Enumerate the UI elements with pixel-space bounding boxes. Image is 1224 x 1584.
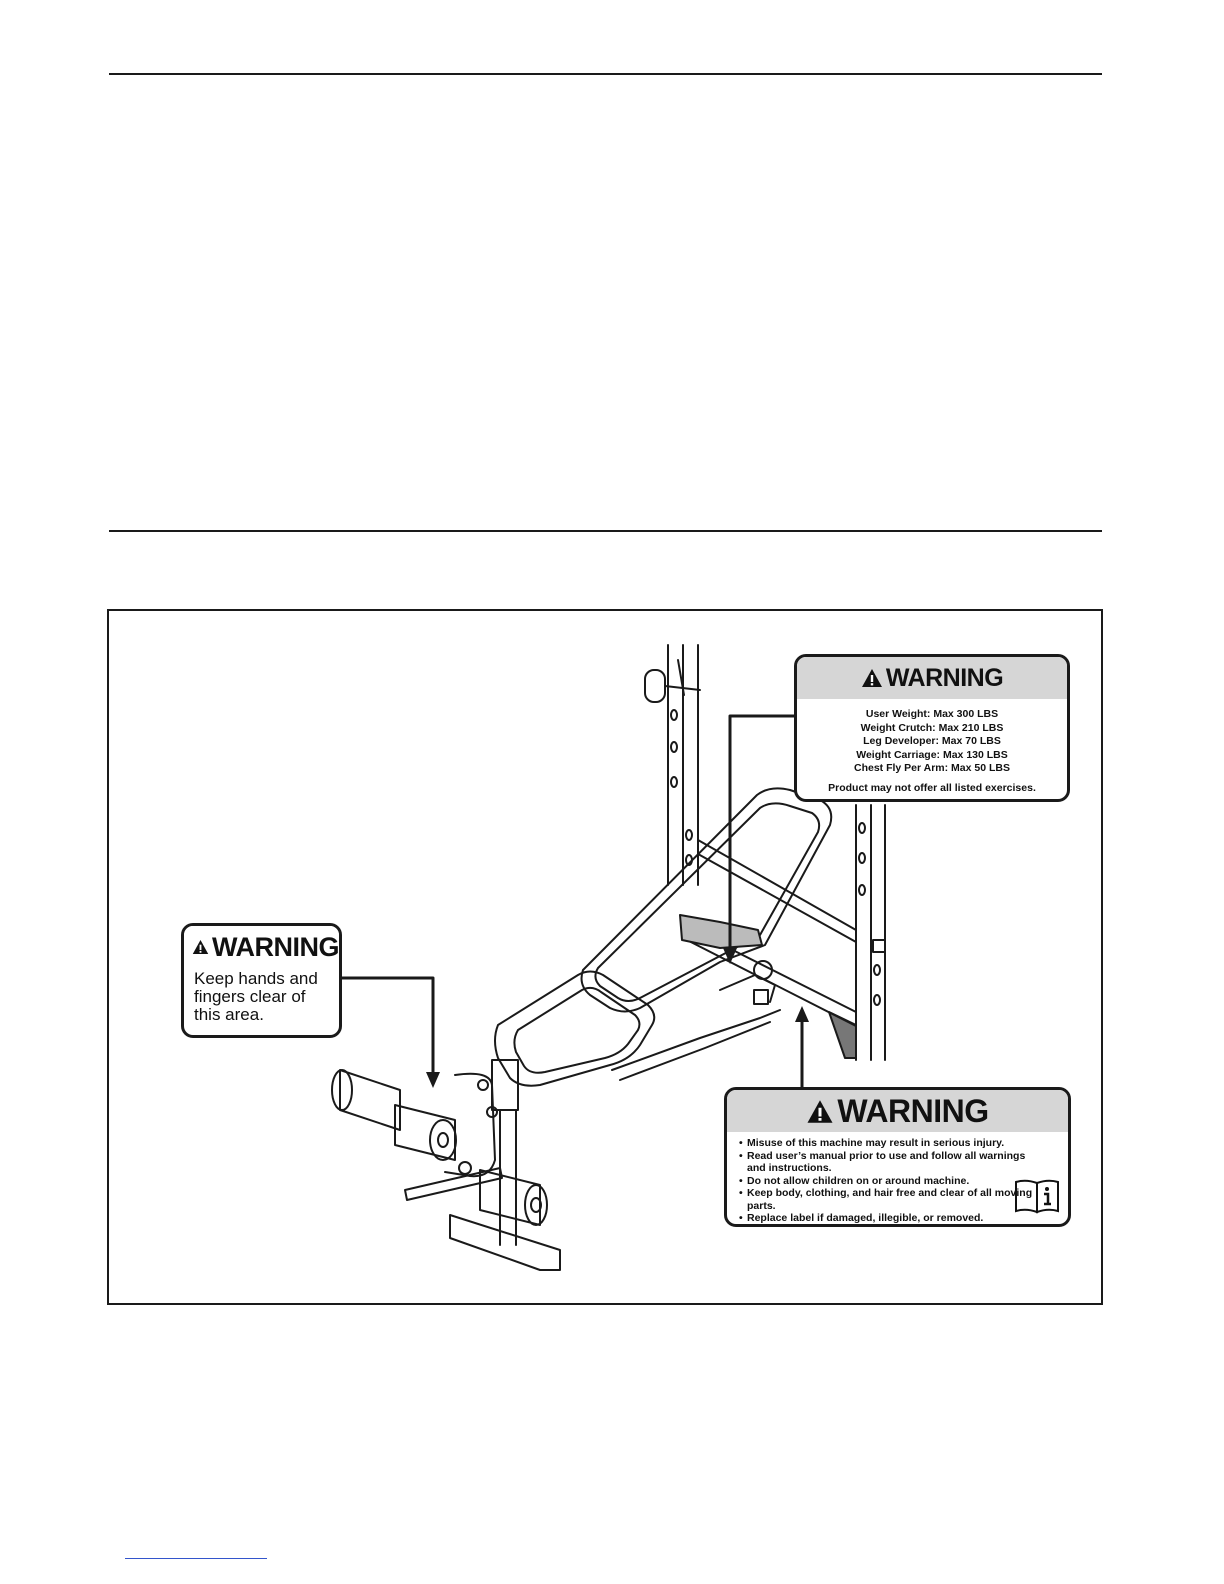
- warning-triangle-icon: [192, 940, 209, 954]
- warning-heading: WARNING: [727, 1090, 1068, 1132]
- general-warning-label: WARNING Misuse of this machine may resul…: [724, 1087, 1071, 1227]
- back-pad: [580, 787, 833, 1013]
- left-upright: [644, 644, 701, 886]
- general-warning-item: Misuse of this machine may result in ser…: [739, 1137, 1037, 1150]
- weight-limits-note: Product may not offer all listed exercis…: [828, 781, 1036, 794]
- warning-triangle-icon: [861, 669, 882, 687]
- weight-limits-warning-label: WARNING User Weight: Max 300 LBS Weight …: [794, 654, 1070, 802]
- weight-limits-list: User Weight: Max 300 LBS Weight Crutch: …: [797, 699, 1067, 776]
- general-warning-item: Read user’s manual prior to use and foll…: [739, 1150, 1037, 1175]
- weight-limit-line: Leg Developer: Max 70 LBS: [863, 735, 1001, 747]
- warning-heading-text: WARNING: [837, 1092, 989, 1129]
- general-warning-list: Misuse of this machine may result in ser…: [727, 1132, 1068, 1224]
- section-divider: [109, 530, 1102, 532]
- warning-heading-text: WARNING: [885, 663, 1004, 692]
- warning-triangle-icon: [807, 1099, 833, 1123]
- general-warning-item: Do not allow children on or around machi…: [739, 1175, 1037, 1188]
- general-warning-item: Keep body, clothing, and hair free and c…: [739, 1187, 1037, 1212]
- leg-developer: [331, 1059, 561, 1271]
- seat-pad: [494, 970, 656, 1087]
- warning-heading: WARNING: [184, 926, 339, 968]
- weight-limit-line: Weight Carriage: Max 130 LBS: [856, 748, 1008, 761]
- warning-label-figure: [107, 609, 1103, 1305]
- hands-warning-line: fingers clear of: [194, 987, 306, 1006]
- footer-link-underline: [125, 1558, 267, 1559]
- hands-warning-text: Keep hands and fingers clear of this are…: [184, 968, 339, 1024]
- warning-heading: WARNING: [797, 657, 1067, 699]
- top-divider: [109, 73, 1102, 75]
- callout-arrows: [338, 714, 804, 1089]
- hands-warning-label: WARNING Keep hands and fingers clear of …: [181, 923, 342, 1038]
- general-warning-item: Replace label if damaged, illegible, or …: [739, 1212, 1037, 1224]
- warning-heading-text: WARNING: [212, 931, 339, 962]
- weight-limit-line: Weight Crutch: Max 210 LBS: [860, 721, 1004, 734]
- hands-warning-line: this area.: [194, 1005, 264, 1024]
- hands-warning-line: Keep hands and: [194, 969, 318, 988]
- manual-info-icon: [1015, 1179, 1059, 1214]
- weight-limit-line: User Weight: Max 300 LBS: [865, 708, 999, 720]
- weight-limit-line: Chest Fly Per Arm: Max 50 LBS: [854, 762, 1010, 774]
